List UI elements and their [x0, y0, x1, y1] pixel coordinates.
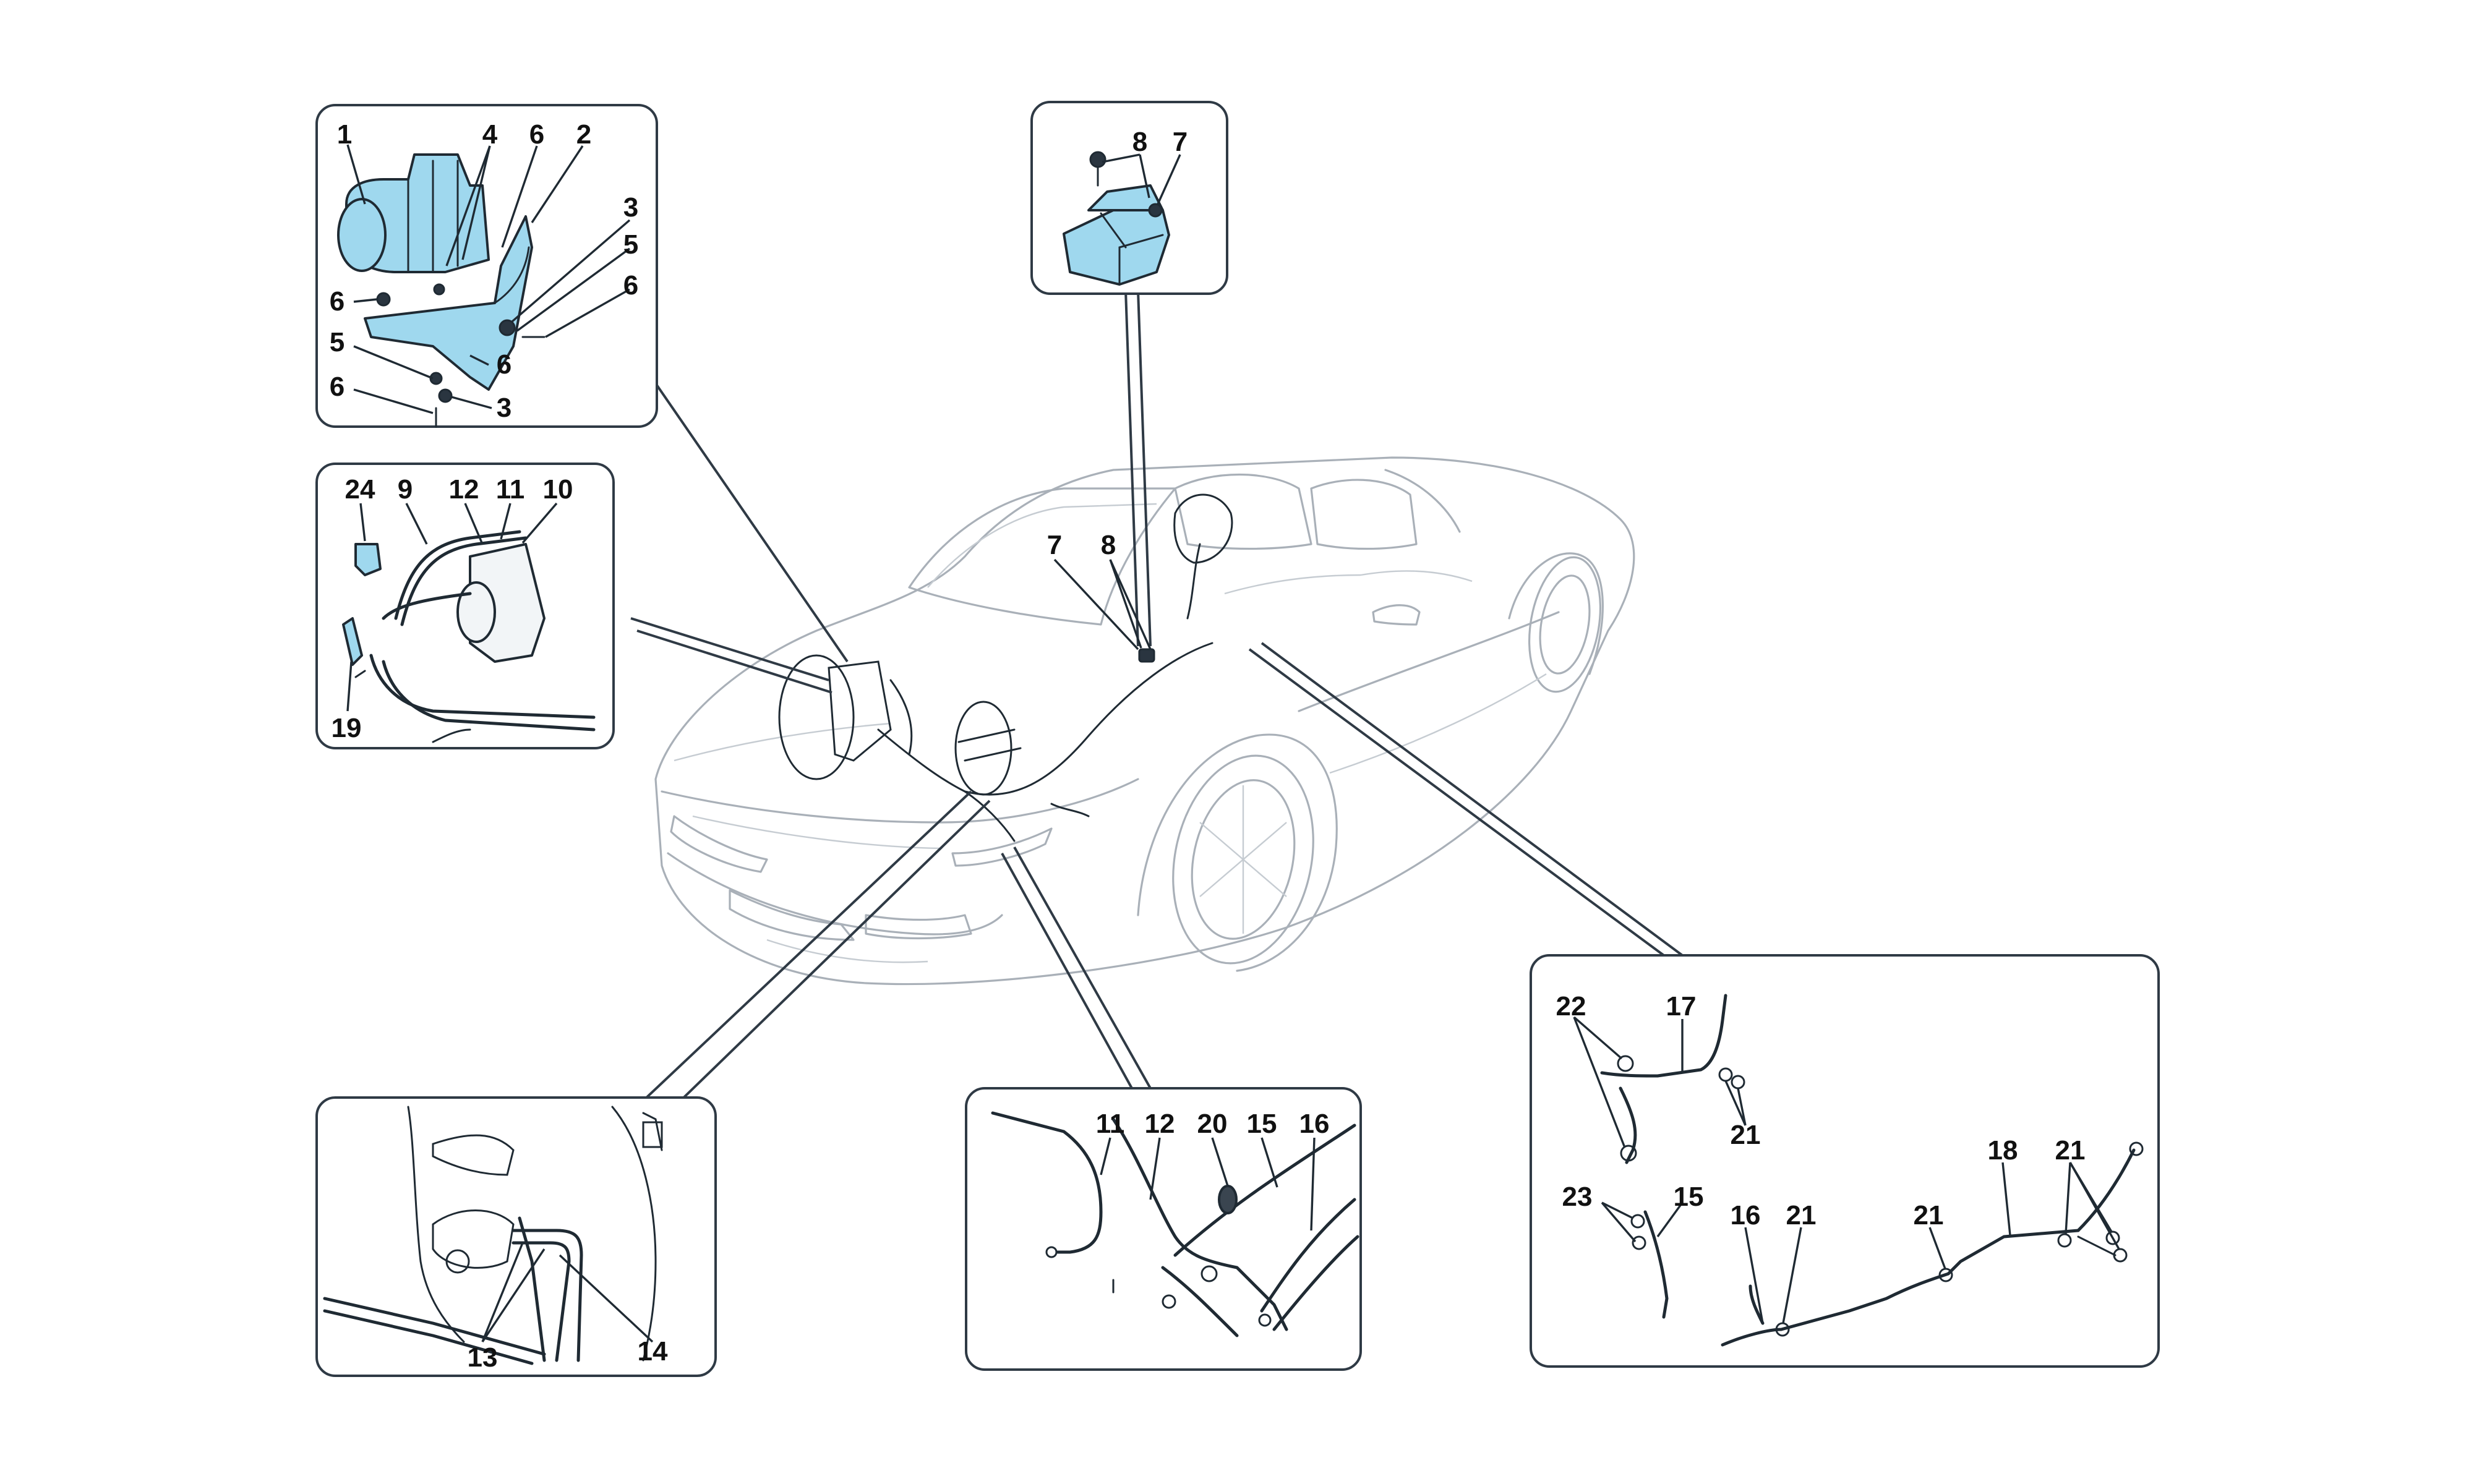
label-8: 8 [1101, 530, 1116, 560]
label-16: 16 [1731, 1200, 1761, 1230]
label-9: 9 [398, 474, 413, 505]
label-7: 7 [1047, 530, 1062, 560]
label-18: 18 [1988, 1135, 2018, 1166]
label-14: 14 [638, 1336, 668, 1367]
car-callouts: 7 8 [1047, 530, 1152, 650]
label-4: 4 [482, 119, 498, 150]
label-6: 6 [497, 349, 511, 380]
label-6: 6 [529, 119, 544, 150]
label-7: 7 [1173, 127, 1188, 157]
label-6: 6 [330, 372, 345, 402]
label-21: 21 [1914, 1200, 1944, 1230]
panel-pipes: 24 9 12 11 10 19 [315, 463, 615, 749]
label-3: 3 [497, 393, 511, 423]
label-12: 12 [449, 474, 479, 505]
label-24: 24 [345, 474, 375, 505]
label-23: 23 [1562, 1182, 1593, 1212]
label-12: 12 [1145, 1109, 1175, 1139]
panel-rear-lines: 22 17 21 23 15 16 21 21 18 21 [1530, 954, 2160, 1368]
label-15: 15 [1247, 1109, 1277, 1139]
label-19: 19 [332, 713, 362, 743]
label-11: 11 [496, 474, 525, 505]
label-20: 20 [1197, 1109, 1228, 1139]
panel-abs-unit: 1 4 6 2 3 5 6 6 5 6 6 3 [315, 104, 658, 428]
label-21: 21 [2055, 1135, 2086, 1166]
label-15: 15 [1674, 1182, 1704, 1212]
callout-lines [630, 290, 1684, 1108]
label-21: 21 [1786, 1200, 1817, 1230]
label-11: 11 [1096, 1109, 1125, 1139]
label-21: 21 [1731, 1120, 1761, 1150]
panel-booster: 13 14 [315, 1096, 717, 1377]
panel-brake-lines: 11 12 20 15 16 [965, 1087, 1362, 1371]
label-5: 5 [330, 327, 345, 357]
label-13: 13 [468, 1342, 498, 1373]
label-3: 3 [623, 192, 638, 223]
label-6: 6 [330, 286, 345, 317]
label-1: 1 [337, 119, 352, 150]
car-outline [654, 456, 1635, 986]
label-17: 17 [1666, 991, 1697, 1021]
label-10: 10 [543, 474, 573, 505]
label-16: 16 [1299, 1109, 1330, 1139]
label-6: 6 [623, 270, 638, 301]
label-8: 8 [1132, 127, 1147, 157]
panel-sensor: 8 7 [1030, 101, 1228, 295]
label-5: 5 [623, 229, 638, 260]
label-22: 22 [1556, 991, 1586, 1021]
engine-bay-parts [778, 493, 1233, 842]
label-2: 2 [576, 119, 591, 150]
